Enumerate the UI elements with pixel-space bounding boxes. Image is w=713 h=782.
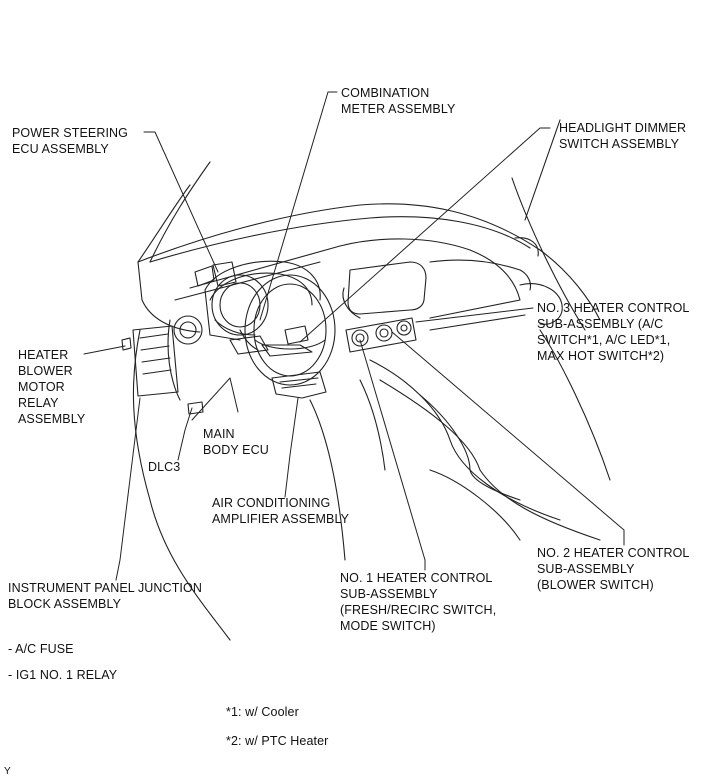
label-line: BLOCK ASSEMBLY — [8, 597, 122, 611]
junction-block-shape — [121, 325, 204, 415]
label-line: METER ASSEMBLY — [341, 102, 456, 116]
left-vent — [167, 315, 203, 401]
label-line: (BLOWER SWITCH) — [537, 578, 654, 592]
note-ac-fuse: - A/C FUSE — [8, 642, 74, 656]
label-line: (FRESH/RECIRC SWITCH, — [340, 603, 497, 617]
label-line: MAIN — [203, 427, 235, 441]
footnote-ptc-heater: *2: w/ PTC Heater — [226, 734, 329, 748]
label-line: MOTOR — [18, 380, 65, 394]
right-vent — [429, 283, 611, 481]
label-line: SWITCH ASSEMBLY — [559, 137, 680, 151]
leader-lines — [83, 91, 625, 581]
label-no2-heater-control: NO. 2 HEATER CONTROL SUB-ASSEMBLY (BLOWE… — [537, 545, 689, 593]
label-line: HEADLIGHT DIMMER — [559, 121, 687, 135]
footnote-cooler: *1: w/ Cooler — [226, 705, 299, 719]
steering-wheel — [229, 274, 336, 386]
label-line: AIR CONDITIONING — [212, 496, 331, 510]
combination-meter-shape — [194, 260, 321, 341]
dashboard-top-outline — [132, 203, 601, 641]
label-headlight-dimmer: HEADLIGHT DIMMER SWITCH ASSEMBLY — [559, 120, 686, 152]
label-line: HEATER — [18, 348, 69, 362]
label-line: SUB-ASSEMBLY — [340, 587, 438, 601]
label-line: MAX HOT SWITCH*2) — [537, 349, 665, 363]
label-line: ASSEMBLY — [18, 412, 86, 426]
label-line: NO. 2 HEATER CONTROL — [537, 546, 690, 560]
windshield-outline — [137, 119, 586, 331]
label-line: RELAY — [18, 396, 59, 410]
label-power-steering-ecu: POWER STEERING ECU ASSEMBLY — [12, 125, 128, 157]
label-instrument-panel-junction-block: INSTRUMENT PANEL JUNCTION BLOCK ASSEMBLY — [8, 580, 202, 612]
label-air-conditioning-amplifier: AIR CONDITIONING AMPLIFIER ASSEMBLY — [212, 495, 349, 527]
label-line: SUB-ASSEMBLY (A/C — [537, 317, 664, 331]
label-main-body-ecu: MAIN BODY ECU — [203, 426, 269, 458]
label-line: NO. 1 HEATER CONTROL — [340, 571, 493, 585]
label-line: BODY ECU — [203, 443, 269, 457]
label-line: ECU ASSEMBLY — [12, 142, 109, 156]
corner-mark: Y — [4, 766, 11, 777]
label-line: SWITCH*1, A/C LED*1, — [537, 333, 671, 347]
label-no3-heater-control: NO. 3 HEATER CONTROL SUB-ASSEMBLY (A/C S… — [537, 300, 689, 364]
label-line: AMPLIFIER ASSEMBLY — [212, 512, 350, 526]
label-heater-blower-relay: HEATER BLOWER MOTOR RELAY ASSEMBLY — [18, 347, 85, 427]
center-console — [309, 359, 601, 561]
label-line: POWER STEERING — [12, 126, 128, 140]
label-line: BLOWER — [18, 364, 73, 378]
label-line: DLC3 — [148, 460, 181, 474]
label-no1-heater-control: NO. 1 HEATER CONTROL SUB-ASSEMBLY (FRESH… — [340, 570, 496, 634]
label-combination-meter: COMBINATION METER ASSEMBLY — [341, 85, 455, 117]
heater-control-switches — [345, 317, 417, 353]
label-line: NO. 3 HEATER CONTROL — [537, 301, 690, 315]
label-line: SUB-ASSEMBLY — [537, 562, 635, 576]
center-display — [342, 237, 539, 319]
ac-amplifier-shape — [271, 371, 327, 399]
label-dlc3: DLC3 — [148, 459, 180, 475]
label-line: MODE SWITCH) — [340, 619, 436, 633]
note-ig1-relay: - IG1 NO. 1 RELAY — [8, 668, 118, 682]
label-line: COMBINATION — [341, 86, 430, 100]
label-line: INSTRUMENT PANEL JUNCTION — [8, 581, 202, 595]
